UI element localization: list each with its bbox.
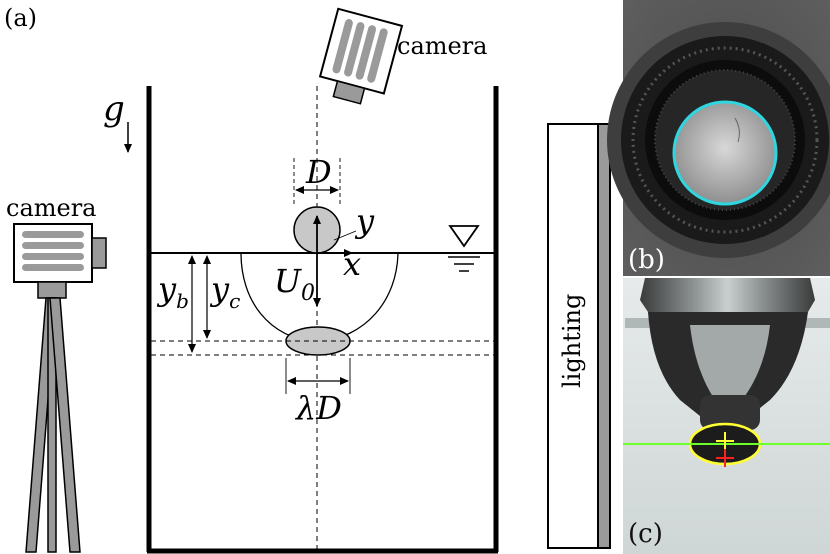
side-camera-label: camera	[6, 194, 97, 222]
tripod-leg	[49, 297, 81, 553]
gravity-arrow: g	[103, 89, 132, 153]
camera-stripe	[332, 19, 353, 74]
panel-b-label: (b)	[628, 245, 665, 275]
camera-stripe	[367, 28, 388, 83]
yb-symbol: yb	[156, 270, 189, 313]
camera-stripe	[355, 25, 377, 80]
lambda-d-dimension: λD	[285, 358, 351, 427]
panel-b-photo: (b)	[607, 0, 830, 276]
camera-stripe	[22, 264, 84, 271]
camera-stripe	[22, 231, 84, 238]
tank-rim-texture	[631, 46, 819, 234]
yc-symbol: yc	[209, 270, 240, 313]
panel-a-label: (a)	[4, 4, 37, 32]
lighting-label: lighting	[558, 294, 586, 388]
x-axis-symbol: x	[343, 245, 361, 283]
lighting-panel: lighting	[547, 123, 611, 549]
y-label-leader	[333, 230, 357, 241]
camera-stripe	[344, 22, 365, 77]
diameter-dimension: D	[293, 153, 341, 207]
lambda-d-symbol: λD	[294, 389, 342, 427]
velocity-symbol: U0	[274, 262, 315, 306]
tank	[146, 86, 499, 554]
panel-c-label: (c)	[628, 519, 663, 549]
center-marker-yellow	[716, 432, 734, 450]
sphere-top-view	[675, 103, 775, 203]
top-camera-label: camera	[397, 32, 488, 60]
center-marker-red	[716, 449, 734, 467]
y-axis-symbol: y	[354, 202, 375, 240]
side-camera: camera	[6, 194, 107, 553]
panel-c-photo: (c)	[623, 278, 830, 554]
water-level-symbol	[448, 225, 480, 272]
side-camera-mount	[37, 281, 67, 299]
cavity-neck	[700, 395, 760, 430]
cylinder-body	[640, 278, 815, 312]
lighting-diffuser	[597, 123, 611, 549]
sphere-crack	[734, 117, 740, 143]
diameter-symbol: D	[305, 153, 332, 191]
gravity-symbol: g	[103, 89, 125, 129]
top-camera-body	[318, 7, 404, 95]
camera-stripe	[22, 242, 84, 249]
depth-dimensions: yb yc	[156, 255, 240, 353]
camera-stripe	[22, 253, 84, 260]
top-camera-lens	[332, 80, 366, 105]
top-camera	[318, 7, 404, 105]
detected-circle	[672, 100, 778, 206]
side-camera-lens	[91, 237, 107, 269]
panel-a: (a) g camera camera	[4, 4, 611, 554]
cavity-highlight	[690, 325, 770, 400]
lighting-box	[547, 123, 599, 549]
